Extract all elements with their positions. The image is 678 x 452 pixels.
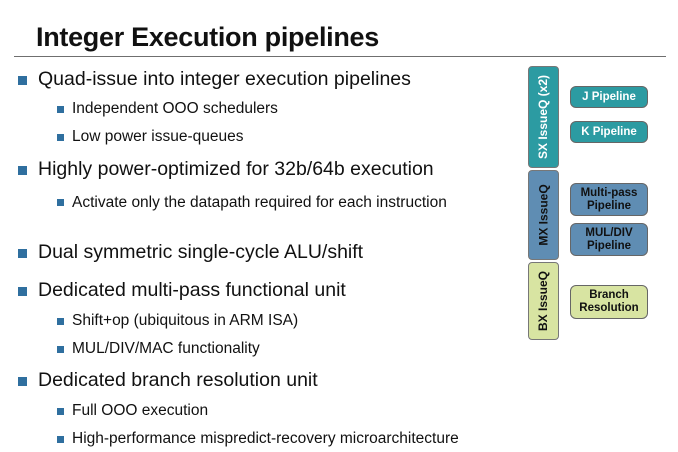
bx-issueq: BX IssueQ [528, 262, 559, 340]
branch-resolution: Branch Resolution [570, 285, 648, 319]
bx-issueq-label: BX IssueQ [536, 270, 551, 332]
sx-issueq-label: SX IssueQ (x2) [536, 74, 551, 160]
mx-issueq-label: MX IssueQ [536, 184, 551, 246]
multipass-pipeline: Multi-pass Pipeline [570, 183, 648, 216]
bullet-alu-shift: Dual symmetric single-cycle ALU/shift [17, 241, 364, 263]
subbullet-issue-queues: Low power issue-queues [56, 128, 244, 145]
k-pipeline: K Pipeline [570, 121, 648, 143]
subbullet-ooo-execution: Full OOO execution [56, 402, 209, 419]
bullet-power-optimized: Highly power-optimized for 32b/64b execu… [18, 158, 434, 180]
bullet-quad-issue: Quad-issue into integer execution pipeli… [18, 68, 411, 90]
j-pipeline: J Pipeline [570, 86, 648, 108]
subbullet-datapath: Activate only the datapath required for … [57, 193, 452, 213]
bullet-branch-unit: Dedicated branch resolution unit [18, 369, 318, 391]
subbullet-mul-div-mac: MUL/DIV/MAC functionality [57, 340, 260, 357]
mx-issueq: MX IssueQ [528, 170, 559, 260]
title-divider [14, 56, 666, 57]
sx-issueq: SX IssueQ (x2) [528, 66, 559, 168]
subbullet-ooo-schedulers: Independent OOO schedulers [57, 100, 278, 117]
subbullet-mispredict-recovery: High-performance mispredict-recovery mic… [57, 430, 459, 447]
bullet-multipass-unit: Dedicated multi-pass functional unit [18, 279, 346, 301]
subbullet-shift-op: Shift+op (ubiquitous in ARM ISA) [56, 312, 299, 329]
muldiv-pipeline: MUL/DIV Pipeline [570, 223, 648, 256]
slide-title: Integer Execution pipelines [36, 22, 379, 52]
